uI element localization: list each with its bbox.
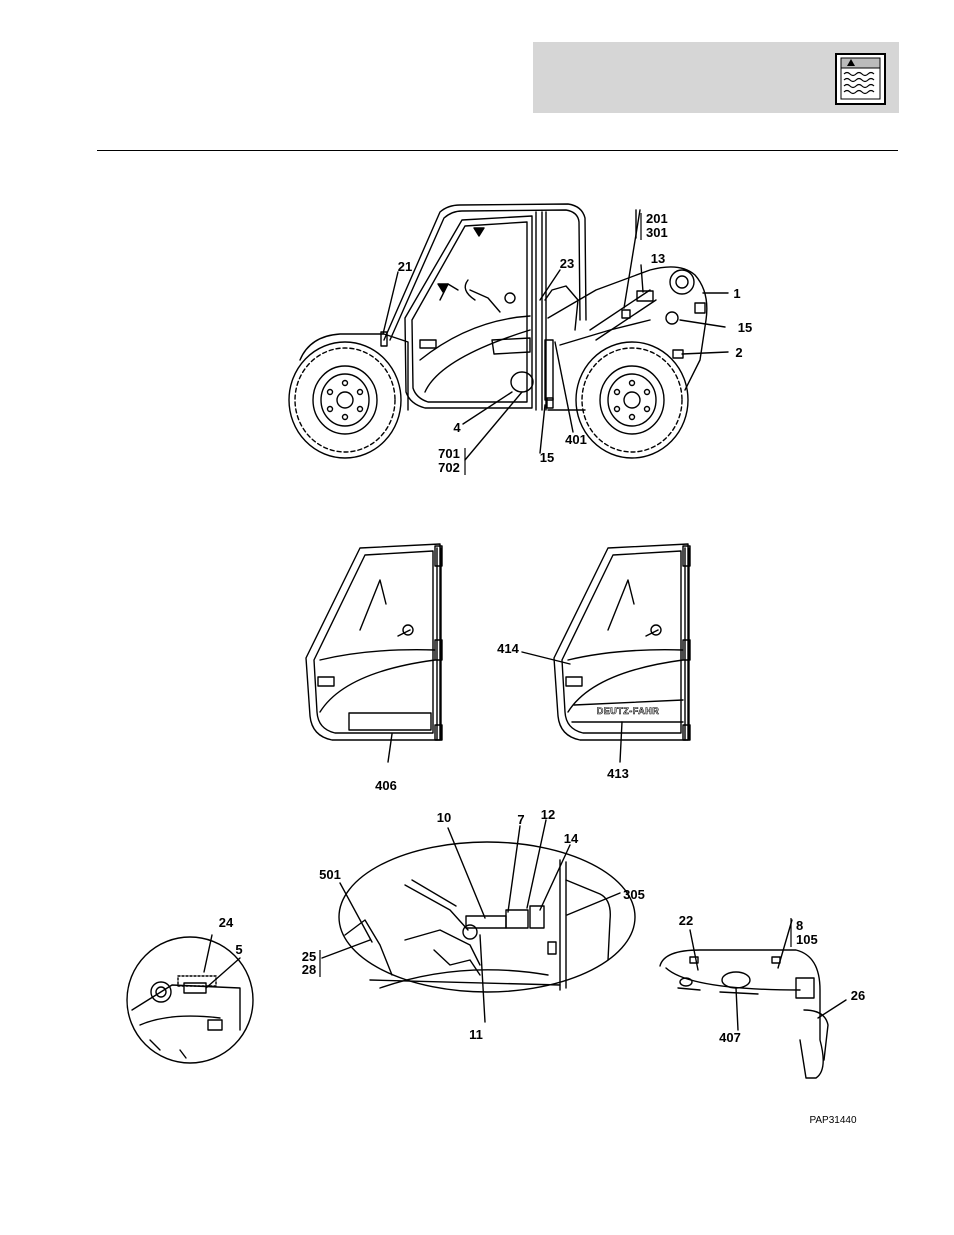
callout-13: 13	[651, 251, 665, 266]
figure-code: PAP31440	[809, 1115, 857, 1126]
callout-10: 10	[437, 810, 451, 825]
callout-15-bottom: 15	[540, 450, 554, 465]
callout-8: 8	[796, 918, 803, 933]
callout-11: 11	[469, 1027, 483, 1042]
callout-702: 702	[438, 460, 460, 475]
callout-brackets	[320, 213, 791, 977]
callout-1: 1	[733, 286, 740, 301]
callout-305: 305	[623, 887, 645, 902]
callout-2: 2	[735, 345, 742, 360]
callout-21: 21	[398, 259, 412, 274]
callout-413: 413	[607, 766, 629, 781]
callout-12: 12	[541, 807, 555, 822]
cab-door-left	[306, 544, 442, 762]
cab-door-right	[522, 544, 690, 762]
callout-105: 105	[796, 932, 818, 947]
door-brand-decal: DEUTZ-FAHR	[597, 706, 660, 716]
callout-501: 501	[319, 867, 341, 882]
dashboard-detail	[322, 820, 635, 1022]
callout-24: 24	[219, 915, 234, 930]
callout-23: 23	[560, 256, 574, 271]
callout-7: 7	[517, 812, 524, 827]
callout-414: 414	[497, 641, 519, 656]
callout-301: 301	[646, 225, 668, 240]
instrument-detail	[127, 935, 253, 1063]
callout-28: 28	[302, 962, 316, 977]
callout-5: 5	[235, 942, 242, 957]
callout-406: 406	[375, 778, 397, 793]
callout-407: 407	[719, 1030, 741, 1045]
callout-26: 26	[851, 988, 865, 1003]
joystick-armrest-detail	[660, 920, 846, 1078]
callout-4: 4	[453, 420, 461, 435]
callout-15-right: 15	[738, 320, 752, 335]
callout-201: 201	[646, 211, 668, 226]
callout-22: 22	[679, 913, 693, 928]
callout-14: 14	[564, 831, 579, 846]
callout-701: 701	[438, 446, 460, 461]
callout-401: 401	[565, 432, 587, 447]
telehandler-side-view	[289, 204, 728, 460]
